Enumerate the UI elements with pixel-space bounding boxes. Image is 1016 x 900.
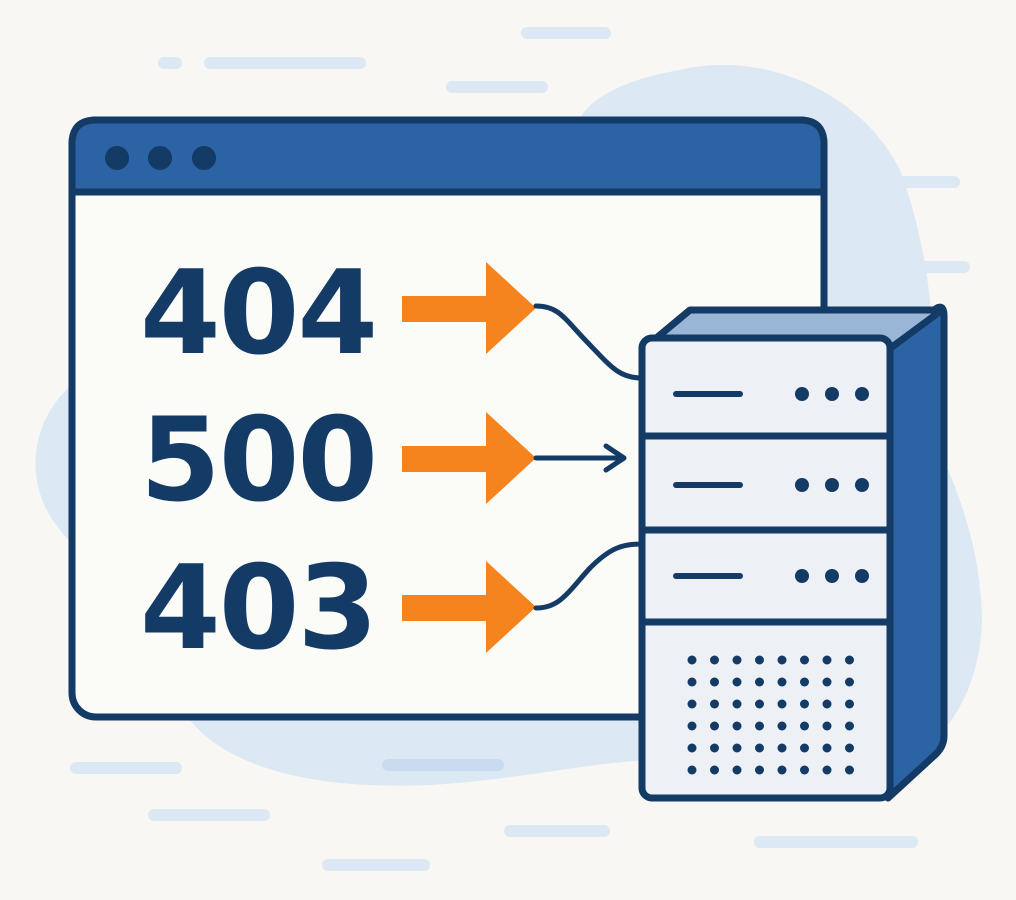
orange-arrows [402, 262, 536, 653]
vent-dot [845, 743, 854, 753]
vent-dot [777, 677, 787, 687]
browser-title-bar [68, 116, 828, 196]
vent-dot [822, 765, 832, 775]
browser-window-icon [68, 116, 828, 721]
vent-dot [732, 743, 742, 753]
vent-dot [687, 721, 697, 731]
error-code-500: 500 [140, 393, 376, 528]
vent-dot [822, 699, 832, 709]
vent-dot [755, 765, 764, 775]
connector-403 [533, 541, 645, 611]
vent-dot [732, 721, 742, 731]
vent-dot [777, 743, 787, 753]
server-unit-2-lights [795, 478, 869, 492]
error-codes: 404 500 403 [140, 246, 378, 676]
vent-dot [800, 699, 809, 709]
vent-dot [800, 765, 809, 775]
vent-dot [800, 677, 809, 687]
vent-dot [845, 655, 854, 665]
vent-dot [687, 655, 697, 665]
vent-dot [710, 721, 719, 731]
vent-dot [755, 721, 764, 731]
vent-dot [732, 765, 742, 775]
vent-dot [822, 721, 832, 731]
vent-dot [822, 677, 832, 687]
connector-404 [533, 303, 645, 381]
vent-dot [845, 765, 854, 775]
vent-dot [687, 765, 697, 775]
server-unit-1-lights [795, 387, 869, 401]
vent-dot [710, 765, 719, 775]
vent-dot [777, 721, 787, 731]
orange-arrow-icon [402, 561, 536, 653]
vent-dot [822, 655, 832, 665]
window-dot-1 [105, 146, 129, 170]
vent-dot [755, 677, 764, 687]
vent-dot [710, 677, 719, 687]
vent-dot [800, 721, 809, 731]
vent-dot [777, 655, 787, 665]
vent-dot [800, 655, 809, 665]
server-rack-icon [638, 303, 948, 802]
vent-dot [845, 699, 854, 709]
window-dot-3 [192, 146, 216, 170]
vent-dot [732, 699, 742, 709]
connector-lines [533, 303, 645, 611]
vent-dot [822, 743, 832, 753]
error-code-403: 403 [140, 541, 376, 676]
vent-dot [777, 765, 787, 775]
orange-arrow-icon [402, 262, 536, 354]
vent-dot [710, 699, 719, 709]
vent-dot [732, 655, 742, 665]
server-unit-3-lights [795, 569, 869, 583]
vent-dot [845, 721, 854, 731]
decorative-dashes [70, 27, 970, 871]
vent-dot [800, 743, 809, 753]
vent-dot [777, 699, 787, 709]
server-side-panel [884, 303, 948, 802]
vent-dot [755, 655, 764, 665]
vent-dot [687, 743, 697, 753]
window-dot-2 [148, 146, 172, 170]
vent-dot [755, 699, 764, 709]
vent-dot [687, 677, 697, 687]
server-vent-grid [687, 655, 854, 775]
vent-dot [845, 677, 854, 687]
vent-dot [732, 677, 742, 687]
vent-dot [710, 743, 719, 753]
vent-dot [755, 743, 764, 753]
error-code-404: 404 [140, 246, 376, 381]
vent-dot [710, 655, 719, 665]
connector-500-arrowhead [603, 443, 627, 473]
orange-arrow-icon [402, 412, 536, 504]
vent-dot [687, 699, 697, 709]
